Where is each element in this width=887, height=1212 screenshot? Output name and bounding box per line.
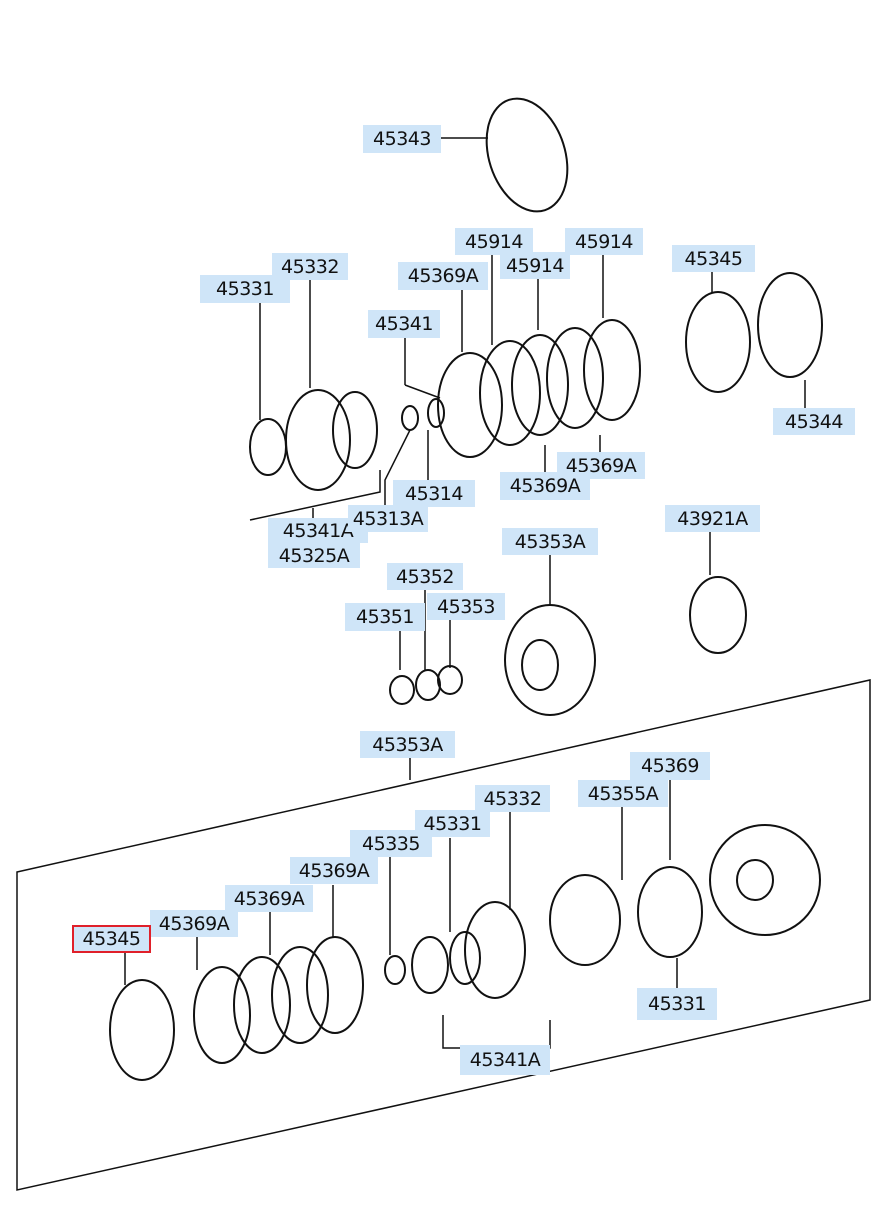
part-label-45331[interactable]: 45331	[200, 275, 290, 303]
part-label-45369a[interactable]: 45369A	[150, 910, 238, 937]
assembly-frame	[16, 679, 871, 1191]
part-label-45353a[interactable]: 45353A	[502, 528, 598, 555]
part-label-45369a[interactable]: 45369A	[500, 472, 590, 500]
part-label-45345-selected[interactable]: 45345	[72, 925, 151, 953]
part-label-45335[interactable]: 45335	[350, 830, 432, 857]
part-label-45369a[interactable]: 45369A	[225, 885, 313, 912]
part-label-45369[interactable]: 45369	[630, 752, 710, 780]
part-label-45331[interactable]: 45331	[415, 810, 490, 837]
part-label-45369a[interactable]: 45369A	[398, 262, 488, 290]
part-shapes	[109, 97, 823, 1081]
part-label-45369a[interactable]: 45369A	[290, 857, 378, 884]
part-label-45332[interactable]: 45332	[475, 785, 550, 812]
part-label-45352[interactable]: 45352	[387, 563, 463, 590]
part-label-45344[interactable]: 45344	[773, 408, 855, 435]
part-label-45355a[interactable]: 45355A	[578, 780, 668, 807]
part-label-45353[interactable]: 45353	[427, 593, 505, 620]
part-label-45914[interactable]: 45914	[500, 252, 570, 279]
part-label-45331[interactable]: 45331	[637, 988, 717, 1020]
part-label-45341a[interactable]: 45341A	[460, 1045, 550, 1075]
part-label-45314[interactable]: 45314	[393, 480, 475, 507]
part-label-45345[interactable]: 45345	[672, 245, 755, 272]
part-label-45914[interactable]: 45914	[455, 228, 533, 255]
part-label-45325a[interactable]: 45325A	[268, 543, 360, 568]
part-label-45353a[interactable]: 45353A	[360, 731, 455, 758]
part-label-45313a[interactable]: 45313A	[348, 505, 428, 532]
part-label-45341[interactable]: 45341	[368, 310, 440, 338]
part-label-45914[interactable]: 45914	[565, 228, 643, 255]
part-label-45343[interactable]: 45343	[363, 125, 441, 153]
leader-lines	[124, 137, 806, 1049]
part-label-43921a[interactable]: 43921A	[665, 505, 760, 532]
part-label-45351[interactable]: 45351	[345, 603, 425, 631]
